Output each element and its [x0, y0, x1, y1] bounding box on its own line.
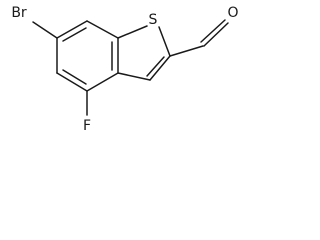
bond-s-c2 [158, 26, 171, 57]
atom-label-fluorine: F [83, 118, 91, 134]
bond-c4-c3a [86, 72, 119, 92]
bond-c5-c4 [56, 72, 88, 92]
atom-label-bromine: Br [11, 5, 27, 21]
chemical-structure: Br S O F [11, 5, 238, 134]
bond-c7a-c7 [86, 20, 119, 39]
bond-c3-c3a [117, 72, 151, 81]
double-bond-inner-c7-c6 [62, 27, 87, 42]
double-bond-inner-c5-c4 [62, 69, 87, 85]
atom-label-sulfur: S [149, 12, 158, 28]
bond-c7-c6 [56, 20, 88, 39]
bond-c-o-double-1 [203, 22, 229, 47]
bond-c2-cho [169, 45, 204, 57]
atom-label-oxygen: O [227, 5, 238, 21]
bond-c-o-double-2 [200, 19, 226, 43]
bond-c2-c3 [149, 55, 171, 81]
bond-c6-br [32, 21, 58, 39]
bond-c7a-s [117, 25, 148, 39]
double-bond-inner-c2-c3 [146, 56, 165, 77]
